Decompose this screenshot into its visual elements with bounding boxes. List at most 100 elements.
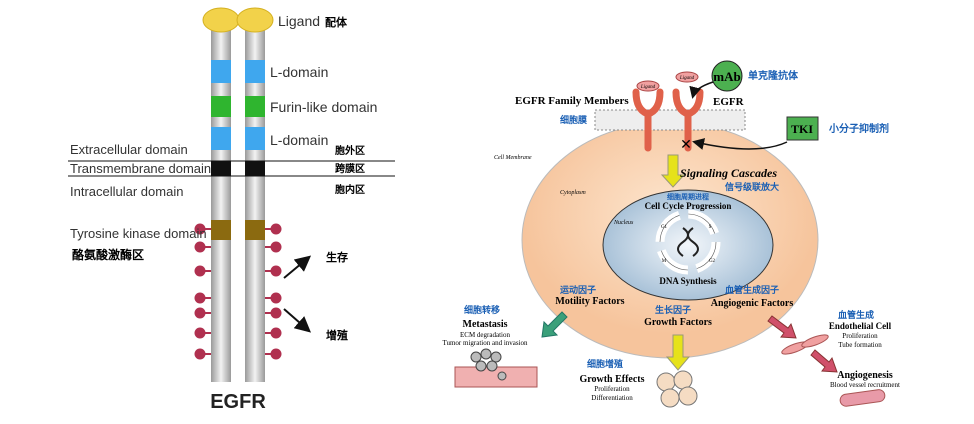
mab-circle [711, 60, 743, 92]
survival-arrow [283, 255, 312, 279]
label-tk-cn: 酪氨酸激酶区 [72, 247, 144, 262]
label-dna: DNA Synthesis [659, 276, 717, 286]
label-angio: Angiogenic Factors [711, 298, 794, 309]
phospho-site [270, 241, 282, 253]
metastasis-arrow [541, 311, 568, 338]
label-signaling-cn: 信号级联放大 [725, 181, 779, 193]
label-prolif: Proliferation [594, 385, 630, 393]
label-tki-cn: 小分子抑制剂 [828, 122, 889, 135]
ligand-right [236, 7, 274, 33]
label-furin: Furin-like domain [270, 99, 377, 115]
ligand-label-1: Ligand [640, 85, 656, 90]
growth-arrow [665, 334, 691, 371]
label-motility: Motility Factors [555, 296, 624, 307]
mab-arrow [689, 81, 714, 99]
phospho-site [270, 348, 282, 360]
label-cytoplasm: Cytoplasm [560, 190, 586, 196]
label-survival-cn: 生存 [326, 250, 348, 264]
phospho-site [270, 307, 282, 319]
cell-cycle-outline [659, 213, 717, 271]
label-extracellular-cn: 胞外区 [334, 144, 365, 157]
phospho-site [194, 327, 206, 339]
tki-box [786, 116, 819, 141]
label-effects: Growth Effects [579, 374, 644, 385]
signaling-panel: Ligand Ligand mAb ✕ TKI EGFR Family Memb… [432, 57, 930, 413]
label-diff: Differentiation [591, 394, 633, 402]
label-endo-prolif: Proliferation [842, 332, 878, 340]
label-growth: Growth Factors [644, 317, 712, 328]
angiogenic-arrow-2 [810, 349, 838, 373]
label-ligand: Ligand [278, 13, 320, 29]
nucleus [602, 189, 774, 301]
label-membrane-cn: 细胞膜 [560, 114, 588, 126]
phospho-site [270, 223, 282, 235]
label-angiogenesis: Angiogenesis [837, 370, 893, 381]
growth-cells-illustration [656, 370, 698, 408]
label-s: S [709, 225, 712, 230]
label-metastasis-cn: 细胞转移 [464, 304, 500, 316]
label-motility-cn: 运动因子 [560, 285, 596, 296]
egfr-structure: Ligand 配体 L-domain Furin-like domain L-d… [68, 7, 395, 413]
label-tumor: Tumor migration and invasion [442, 339, 528, 347]
domain-bands [211, 60, 265, 240]
phospho-site [194, 292, 206, 304]
label-growth-cn: 生长因子 [655, 304, 691, 316]
label-endo-cn: 血管生成 [838, 309, 874, 321]
label-signaling: Signaling Cascades [680, 166, 777, 180]
label-intracellular: Intracellular domain [70, 184, 183, 199]
phospho-site [194, 265, 206, 277]
phospho-site [194, 241, 206, 253]
endothelial-illustration [781, 334, 886, 407]
dna-icon [677, 227, 699, 257]
ligand-label-2: Ligand [679, 76, 695, 81]
label-angio-cn: 血管生成因子 [725, 284, 779, 296]
tki-arrow [692, 138, 788, 150]
label-blood: Blood vessel recruitment [830, 381, 900, 389]
cell-membrane-bilayer [594, 109, 746, 131]
egfr-title: EGFR [210, 391, 266, 413]
metastasis-illustration [454, 348, 538, 388]
label-g1: G1 [661, 225, 668, 230]
signaling-arrow [660, 154, 686, 188]
label-cell-membrane: Cell Membrane [494, 155, 532, 161]
label-m: M [662, 259, 667, 264]
label-l-domain-1: L-domain [270, 64, 328, 80]
label-l-domain-2: L-domain [270, 132, 328, 148]
ligand-oval-2 [675, 71, 699, 83]
label-metastasis: Metastasis [463, 319, 508, 330]
label-transmembrane-cn: 跨膜区 [335, 162, 365, 175]
label-nucleus: Nucleus [613, 220, 634, 226]
label-cell-cycle: Cell Cycle Progression [645, 201, 732, 211]
label-g2: G2 [709, 259, 716, 264]
proliferation-arrow [283, 308, 312, 333]
label-cell-cycle-cn: 细胞周期进程 [667, 192, 709, 201]
label-endo: Endothelial Cell [829, 321, 892, 331]
tki-label: TKI [791, 122, 813, 136]
label-tk: Tyrosine kinase domain [70, 226, 207, 241]
phospho-site [194, 307, 206, 319]
label-tube: Tube formation [838, 341, 882, 349]
phospho-site [270, 292, 282, 304]
phospho-site [270, 327, 282, 339]
block-x-icon: ✕ [680, 137, 692, 153]
label-ligand-cn: 配体 [325, 15, 348, 29]
phosphorylation-sites [194, 223, 282, 360]
label-effects-cn: 细胞增殖 [587, 358, 623, 370]
mab-label: mAb [713, 69, 740, 84]
label-egfr-family: EGFR Family Members [515, 95, 629, 107]
label-proliferation-cn: 增殖 [326, 328, 348, 342]
label-egfr: EGFR [713, 96, 745, 108]
phospho-site [194, 348, 206, 360]
phospho-site [270, 265, 282, 277]
label-ecm: ECM degradation [460, 331, 510, 339]
label-transmembrane: Transmembrane domain [70, 161, 211, 176]
ligand-left [202, 7, 240, 33]
phospho-site [194, 223, 206, 235]
label-mab-cn: 单克隆抗体 [748, 69, 799, 82]
label-intracellular-cn: 胞内区 [334, 183, 365, 196]
label-extracellular: Extracellular domain [70, 142, 188, 157]
ligand-oval-1 [636, 80, 660, 92]
angiogenic-arrow-1 [767, 315, 797, 339]
